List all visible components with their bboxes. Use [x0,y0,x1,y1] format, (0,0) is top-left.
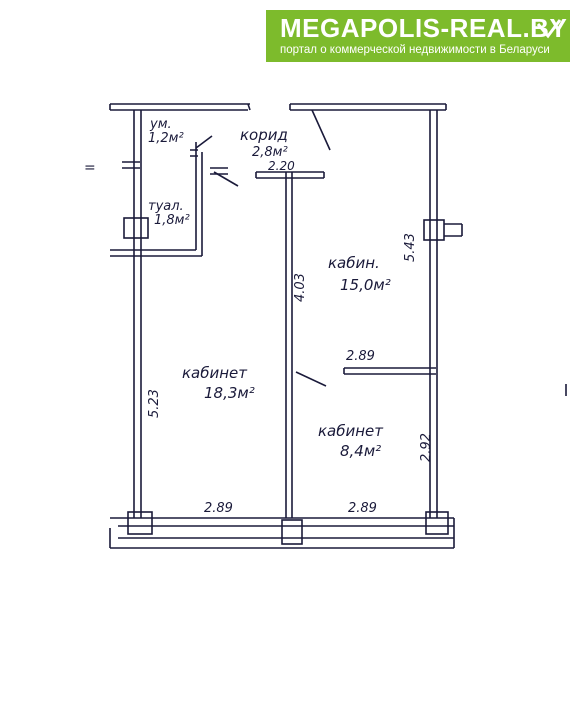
dim-partition-width: 2.89 [346,349,375,364]
dim-middle-height: 4.03 [293,273,308,302]
toilet-area: 1,8м² [154,213,190,228]
door-swing-storage [195,135,213,149]
dim-corridor-width: 2.20 [268,159,295,173]
bottom-wall-ends [109,518,455,548]
left-column [123,217,149,239]
site-logo: MEGAPOLIS-REAL.BY портал о коммерческой … [266,10,570,62]
toilet-bottom-wall [110,249,202,257]
top-wall-left [109,103,251,111]
door-swing-corridor [311,109,331,151]
office-upper-area: 15,0м² [340,276,391,294]
office-lower-area: 8,4м² [340,442,381,460]
right-column-stub [444,223,463,237]
toilet-name: туал. [148,199,184,214]
bottom-left-column [127,511,153,535]
right-outer-wall [429,110,438,518]
toilet-right-wall [195,142,203,256]
office-large-area: 18,3м² [204,384,255,402]
office-upper-name: кабин. [328,254,380,272]
storage-door-stub [190,149,198,157]
corridor-bottom-wall [255,171,325,179]
office-large-name: кабинет [182,364,248,382]
plan-walls [109,103,567,549]
corridor-area: 2,8м² [252,145,288,160]
door-swing-toilet [213,171,239,187]
office-lower-name: кабинет [318,422,384,440]
storage-area: 1,2м² [148,131,184,146]
bottom-right-column [425,511,449,535]
bottom-middle-column [281,519,303,545]
left-symbol: = [84,160,96,176]
dim-right-upper-height: 5.43 [403,233,418,262]
toilet-door-stub [210,167,228,175]
logo-tagline: портал о коммерческой недвижимости в Бел… [280,44,550,56]
dim-bottom-left: 2.89 [204,501,233,516]
offices-partition [343,367,436,375]
corridor-name: корид [240,126,288,144]
top-wall-right [289,103,447,111]
storage-partition [122,161,140,169]
dim-bottom-right: 2.89 [348,501,377,516]
dim-left-height: 5.23 [147,389,162,418]
logo-brand-text: MEGAPOLIS-REAL.BY [280,13,568,43]
bottom-wall [110,517,454,549]
door-swing-office [295,371,327,387]
middle-wall [285,172,293,518]
storage-name: ум. [149,117,172,132]
dim-right-lower-height: 2.92 [419,433,434,462]
logo-swoosh-icon [536,19,562,39]
left-outer-wall [133,110,142,518]
right-column [423,219,445,241]
